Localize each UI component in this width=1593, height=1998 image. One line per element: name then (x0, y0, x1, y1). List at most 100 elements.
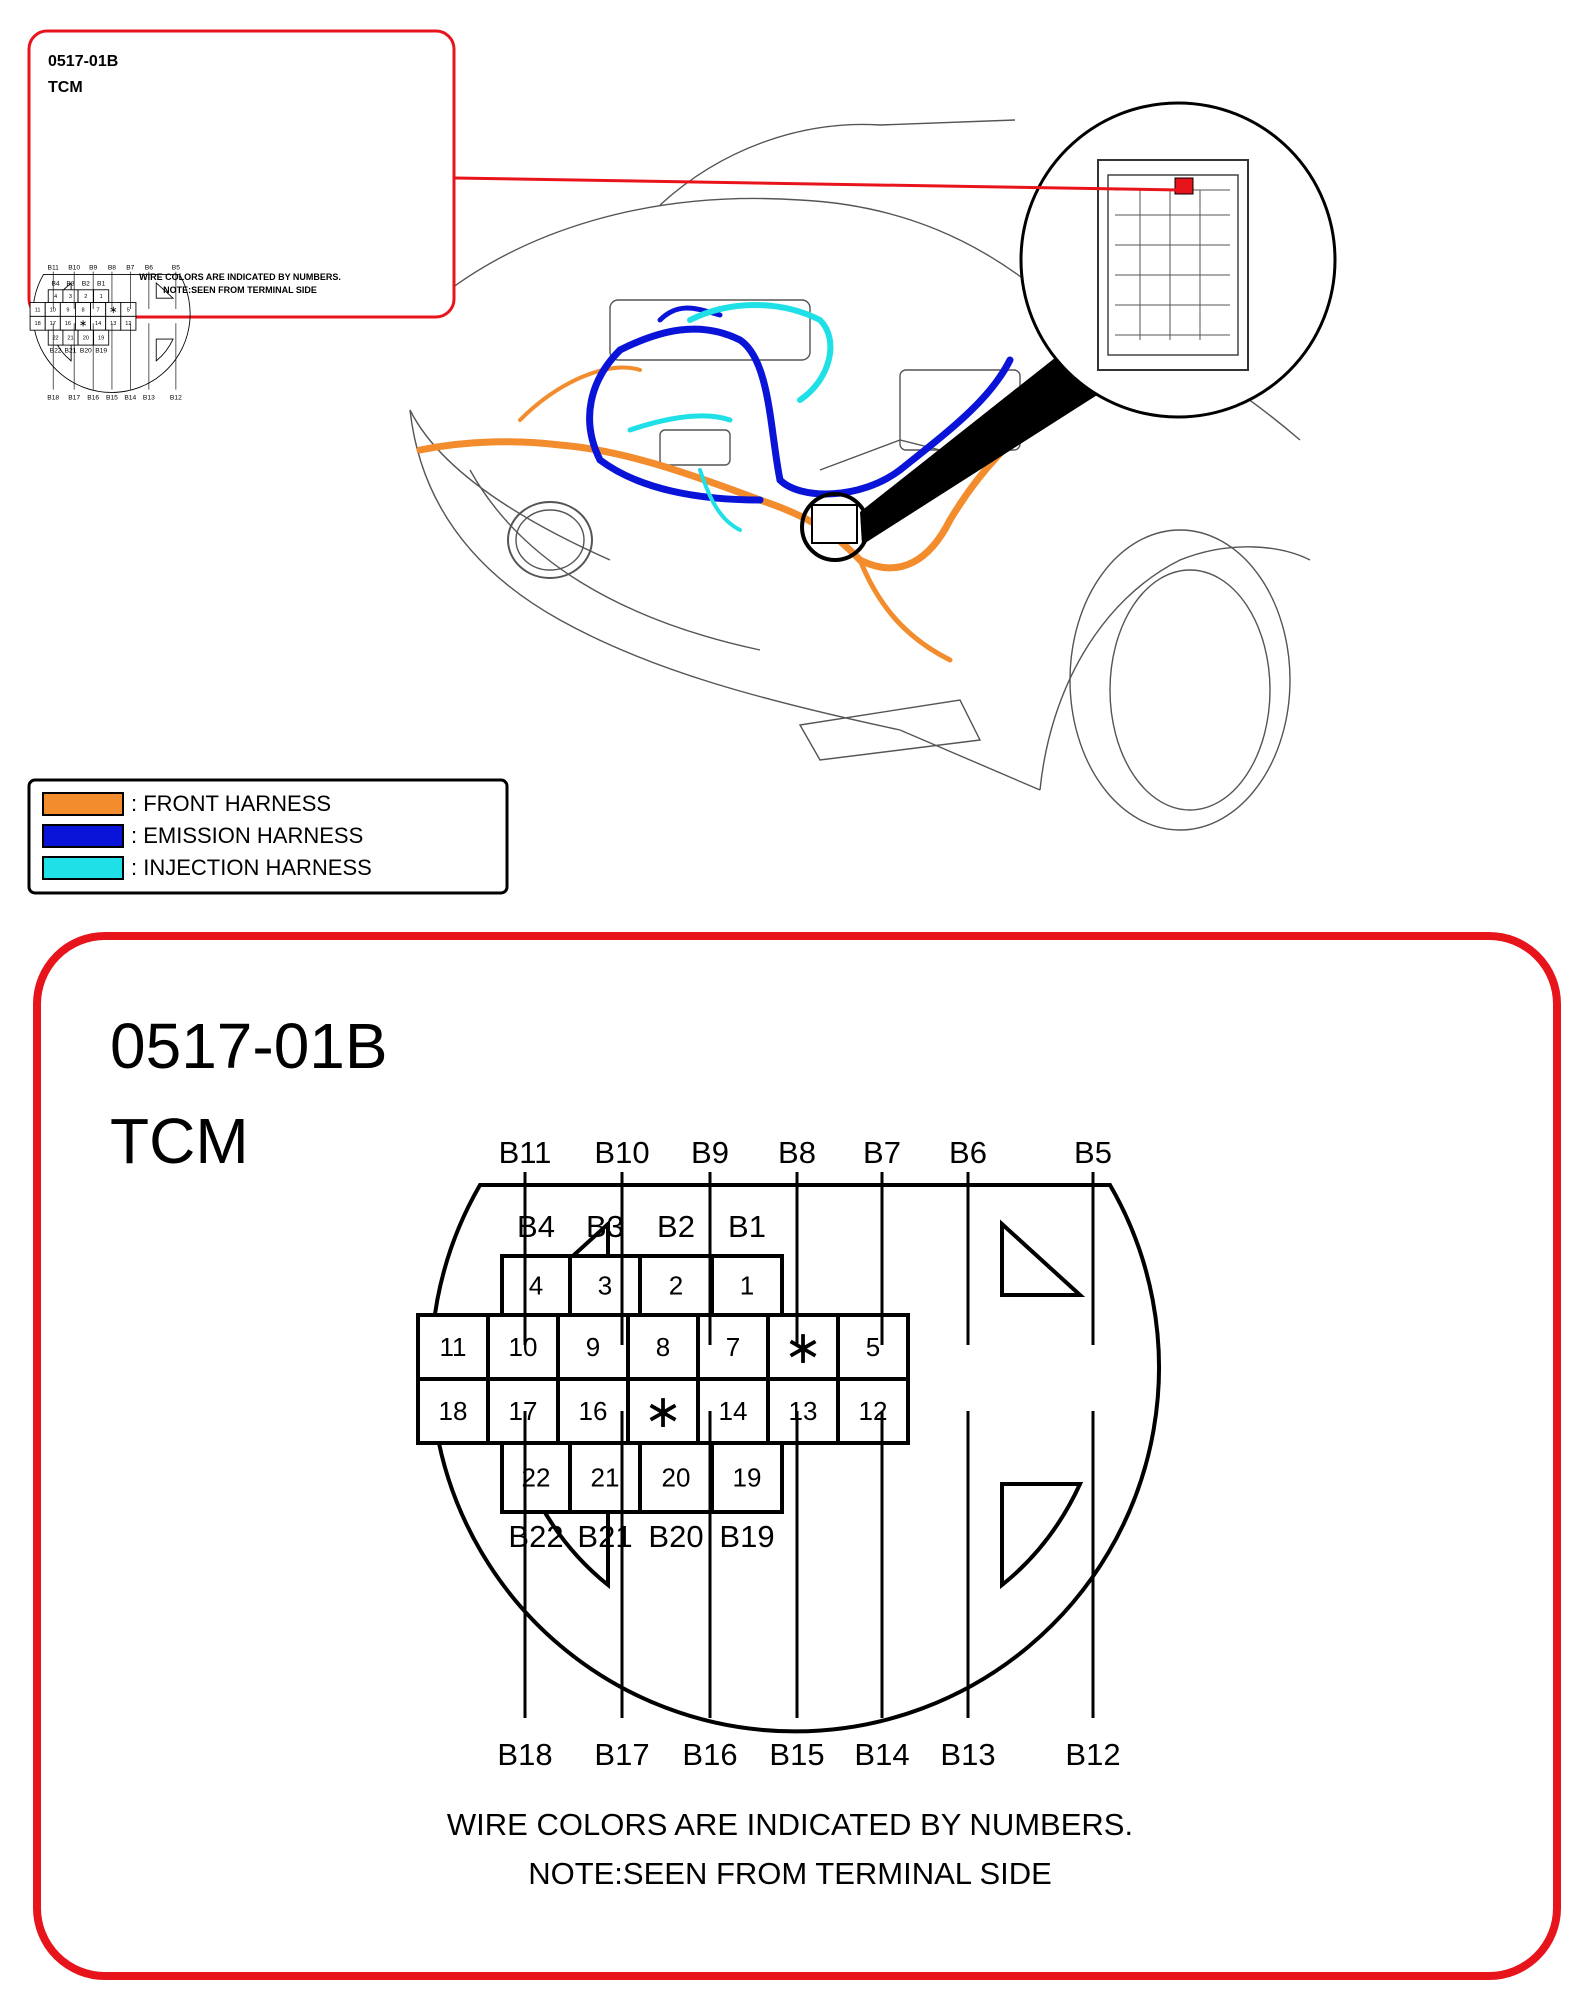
terminal-label-inner-bottom: B20 (80, 348, 92, 355)
terminal-label-inner-bottom: B21 (65, 348, 77, 355)
pin-low-number: 12 (125, 321, 131, 327)
injection-harness-wire (627, 413, 733, 433)
injection-harness-wire (687, 302, 834, 403)
unused-pin-mark: ∗ (79, 319, 87, 330)
fog-lamp (798, 699, 982, 761)
legend-label-emission: : EMISSION HARNESS (131, 823, 363, 848)
pin-top-number: 4 (529, 1271, 543, 1301)
terminal-label-bottom: B17 (594, 1737, 649, 1772)
key-triangle (155, 338, 174, 362)
pin-top-number: 1 (100, 294, 103, 300)
terminal-label-inner-bottom: B21 (577, 1519, 632, 1554)
pin-low-number: 18 (439, 1396, 468, 1426)
pin-low-number: 14 (719, 1396, 748, 1426)
terminal-label-inner-bottom: B19 (95, 348, 107, 355)
pin-top-number: 2 (84, 294, 87, 300)
terminal-label-inner-top: B3 (66, 281, 74, 288)
terminal-label-top: B9 (691, 1135, 729, 1170)
terminal-label-bottom: B13 (940, 1737, 995, 1772)
pin-mid-number: 10 (50, 307, 56, 313)
terminal-label-top: B7 (126, 265, 134, 272)
terminal-label-bottom: B14 (854, 1737, 909, 1772)
terminal-label-top: B6 (949, 1135, 987, 1170)
pin-low-number: 14 (95, 321, 101, 327)
pin-top-number: 4 (54, 294, 57, 300)
terminal-label-bottom: B14 (124, 395, 136, 402)
terminal-label-inner-bottom: B22 (508, 1519, 563, 1554)
emblem-inner (515, 509, 585, 571)
engine-cover (609, 299, 811, 361)
inset-note-2: NOTE:SEEN FROM TERMINAL SIDE (163, 285, 317, 295)
legend-label-front: : FRONT HARNESS (131, 791, 331, 816)
pin-bottom-cell (638, 1441, 714, 1514)
inset-component: TCM (48, 79, 83, 96)
pin-low-number: 16 (65, 321, 71, 327)
connector-id: 0517-01B (110, 1010, 388, 1082)
terminal-label-inner-top: B2 (82, 281, 90, 288)
terminal-label-bottom: B16 (87, 395, 99, 402)
injection-harness-branch (698, 468, 742, 532)
component-name: TCM (110, 1105, 249, 1177)
pin-low-number: 13 (789, 1396, 818, 1426)
legend-label-injection: : INJECTION HARNESS (131, 855, 372, 880)
grille-line (469, 469, 761, 651)
pin-mid-number: 8 (656, 1332, 670, 1362)
pin-bottom-number: 20 (662, 1463, 691, 1493)
terminal-label-top: B7 (863, 1135, 901, 1170)
harness-wires (416, 302, 1064, 663)
windshield-line (659, 123, 881, 206)
terminal-label-bottom: B13 (143, 395, 155, 402)
pin-low-cell (120, 315, 137, 331)
engine-component (659, 429, 731, 466)
pin-bottom-number: 21 (67, 336, 73, 342)
terminal-label-bottom: B15 (106, 395, 118, 402)
terminal-label-top: B5 (1074, 1135, 1112, 1170)
terminal-label-inner-bottom: B22 (50, 348, 62, 355)
terminal-label-bottom: B15 (769, 1737, 824, 1772)
pin-top-cell (568, 1254, 642, 1317)
pin-top-number: 3 (598, 1271, 612, 1301)
pin-low-cell (416, 1377, 490, 1445)
terminal-label-inner-top: B4 (517, 1209, 555, 1244)
pin-low-number: 17 (509, 1396, 538, 1426)
hood-edge (429, 197, 1051, 306)
legend-item-front: : FRONT HARNESS (42, 791, 331, 816)
terminal-label-bottom: B18 (47, 395, 59, 402)
legend-box (27, 778, 509, 895)
pin-mid-number: 5 (866, 1332, 880, 1362)
pin-mid-number: 11 (440, 1332, 467, 1362)
pin-bottom-cell (93, 329, 110, 346)
legend-item-emission: : EMISSION HARNESS (42, 823, 363, 848)
pin-mid-cell (486, 1313, 560, 1381)
note-wire-colors: WIRE COLORS ARE INDICATED BY NUMBERS. (447, 1807, 1133, 1842)
terminal-label-top: B5 (172, 265, 180, 272)
pin-low-number: 16 (579, 1396, 608, 1426)
pin-mid-number: 10 (509, 1332, 538, 1362)
pin-bottom-cell (710, 1441, 784, 1514)
terminal-label-top: B8 (108, 265, 116, 272)
key-triangle (1000, 1219, 1086, 1297)
wheel-arch (1039, 546, 1311, 791)
pin-low-number: 13 (110, 321, 116, 327)
front-harness-branch (857, 557, 953, 663)
legend-swatch-emission (42, 824, 124, 848)
front-harness-branch (518, 365, 642, 422)
key-triangle (155, 281, 175, 299)
pin-bottom-number: 19 (98, 336, 104, 342)
terminal-label-bottom: B18 (497, 1737, 552, 1772)
pin-top-number: 3 (69, 294, 72, 300)
pin-mid-number: 9 (66, 307, 69, 313)
terminal-label-top: B11 (47, 265, 59, 272)
terminal-label-inner-top: B3 (586, 1209, 624, 1244)
pin-mid-number: 9 (586, 1332, 600, 1362)
terminal-label-bottom: B12 (1065, 1737, 1120, 1772)
wheel-inner (1109, 569, 1271, 811)
key-triangle (1000, 1482, 1084, 1590)
pin-low-number: 17 (50, 321, 56, 327)
pin-mid-number: 8 (81, 307, 84, 313)
unused-pin-mark: ∗ (644, 1385, 683, 1437)
unused-pin-mark: ∗ (109, 305, 117, 316)
